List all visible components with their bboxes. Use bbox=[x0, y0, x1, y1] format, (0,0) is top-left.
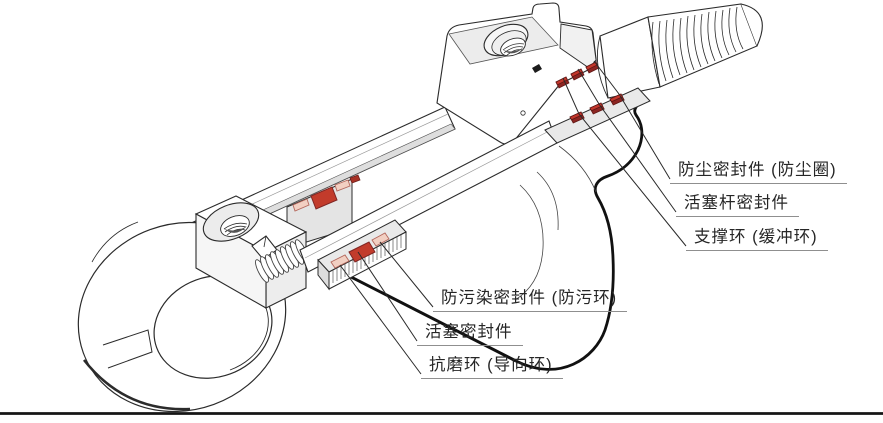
label-contamination-seal-text: 防污染密封件 (防污环) bbox=[441, 289, 618, 307]
leader-piston-seal bbox=[357, 251, 418, 342]
contamination-seal-graphic bbox=[371, 232, 390, 247]
label-piston-seal: 活塞密封件 bbox=[417, 318, 523, 346]
label-rod-seal-text: 活塞杆密封件 bbox=[684, 194, 789, 212]
label-wear-ring-text: 抗磨环 (导向环) bbox=[429, 356, 553, 374]
leader-wear-ring bbox=[339, 264, 422, 375]
wear-ring-graphic bbox=[330, 254, 350, 269]
head-block bbox=[436, 2, 600, 145]
piston-seal-graphic bbox=[348, 241, 376, 263]
label-dust-seal: 防尘密封件 (防尘圈) bbox=[670, 156, 847, 184]
label-support-ring: 支撑环 (缓冲环) bbox=[686, 223, 828, 251]
label-contamination-seal: 防污染密封件 (防污环) bbox=[433, 284, 628, 312]
rod-seal-set-upper bbox=[555, 61, 600, 89]
piston-seal-upper-graphic bbox=[310, 186, 338, 210]
leader-lines bbox=[339, 60, 687, 375]
label-support-ring-text: 支撑环 (缓冲环) bbox=[694, 228, 818, 246]
wear-ring-upper-graphic bbox=[292, 198, 310, 212]
label-dust-seal-text: 防尘密封件 (防尘圈) bbox=[678, 161, 837, 179]
leader-rod-seal bbox=[577, 68, 677, 213]
leader-dust-seal bbox=[593, 60, 671, 180]
label-rod-seal: 活塞杆密封件 bbox=[676, 189, 799, 217]
label-piston-seal-text: 活塞密封件 bbox=[425, 323, 513, 341]
label-wear-ring: 抗磨环 (导向环) bbox=[421, 351, 563, 379]
vent-port-graphic bbox=[532, 64, 542, 73]
piston bbox=[317, 219, 407, 291]
port-hole bbox=[483, 23, 529, 57]
rod-threads bbox=[647, 3, 763, 88]
cap-port-hole bbox=[202, 202, 260, 242]
leader-contamination-seal bbox=[379, 241, 434, 308]
leader-support-ring bbox=[562, 77, 687, 247]
rod-end bbox=[596, 3, 763, 99]
